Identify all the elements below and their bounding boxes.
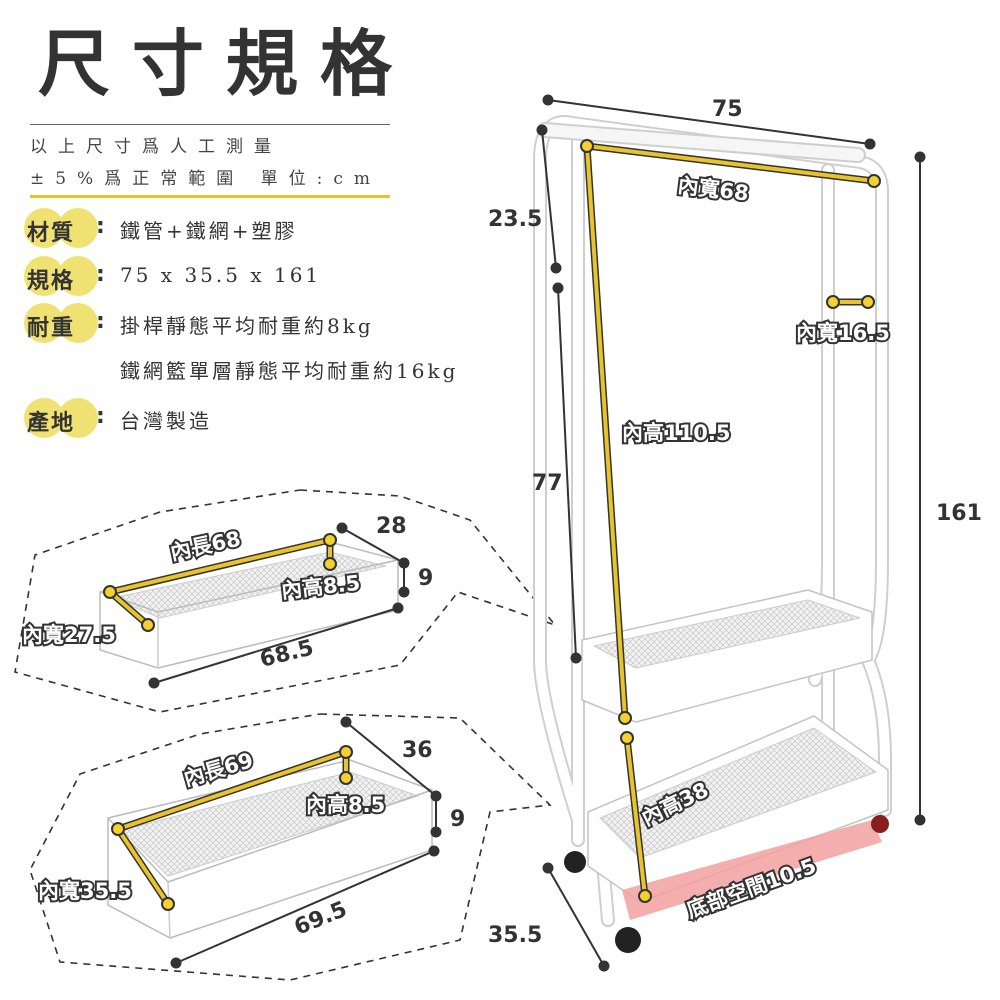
bottom-basket-height-label: 9 [450,807,465,832]
spec-colon: : [96,214,105,239]
spec-label-badge: 規格 [24,256,110,296]
top-basket-depth-label: 28 [376,514,407,539]
dimension-lines [148,94,926,972]
spec-label-badge: 產地 [24,398,110,438]
spec-colon: : [96,309,105,334]
spec-value-origin: 台灣製造 [120,409,212,433]
accent-divider [30,195,390,198]
spec-colon: : [96,262,105,287]
top-basket-height-label: 9 [418,566,433,591]
inner-dimension-endpoints [103,139,881,911]
rack-image [533,115,892,953]
spec-label-load: 耐重 [27,316,76,341]
callout-outline-bottom [29,713,552,981]
rack-inner-width-label: 內寬68 [676,173,750,206]
rack-depth-label: 35.5 [488,923,542,948]
spec-value-size: 75 x 35.5 x 161 [120,263,322,287]
top-basket-inner-length-label: 內長68 [168,527,243,565]
spec-value-material: 鐵管+鐵網+塑膠 [120,219,298,243]
spec-label-badge: 材質 [24,208,110,248]
hook-inner-width-label: 內寬16.5 [796,321,890,345]
bottom-basket-image [107,759,433,939]
spec-label-badge: 耐重 [24,303,110,343]
bottom-basket-length-label: 69.5 [291,897,351,941]
bottom-basket-inner-width-label: 內寬35.5 [38,879,132,903]
spec-value-load: 掛桿靜態平均耐重約8kg [120,314,374,338]
rack-total-height-label: 161 [936,501,982,526]
tolerance-note: ±5%爲正常範圍 單位:cm [30,169,381,189]
rack-inner-height-label: 內高110.5 [622,421,730,445]
bottom-basket-depth-label: 36 [402,738,433,763]
bottom-basket-inner-height-label: 內高8.5 [306,793,385,817]
spec-label-material: 材質 [27,221,76,246]
rack-lower-height-label: 77 [532,471,563,496]
measure-note: 以上尺寸爲人工測量 [30,137,282,157]
spec-label-origin: 產地 [27,411,76,436]
divider [30,124,390,125]
rack-side-height-label: 23.5 [488,207,542,232]
page-title: 尺寸規格 [38,21,415,106]
spec-label-size: 規格 [27,269,76,294]
spec-colon: : [96,404,105,429]
rack-width-label: 75 [712,97,743,122]
spec-value-load-basket: 鐵網籃單層靜態平均耐重約16kg [120,359,459,383]
callout-outline-top [14,489,558,713]
top-basket-inner-width-label: 內寬27.5 [22,623,116,647]
